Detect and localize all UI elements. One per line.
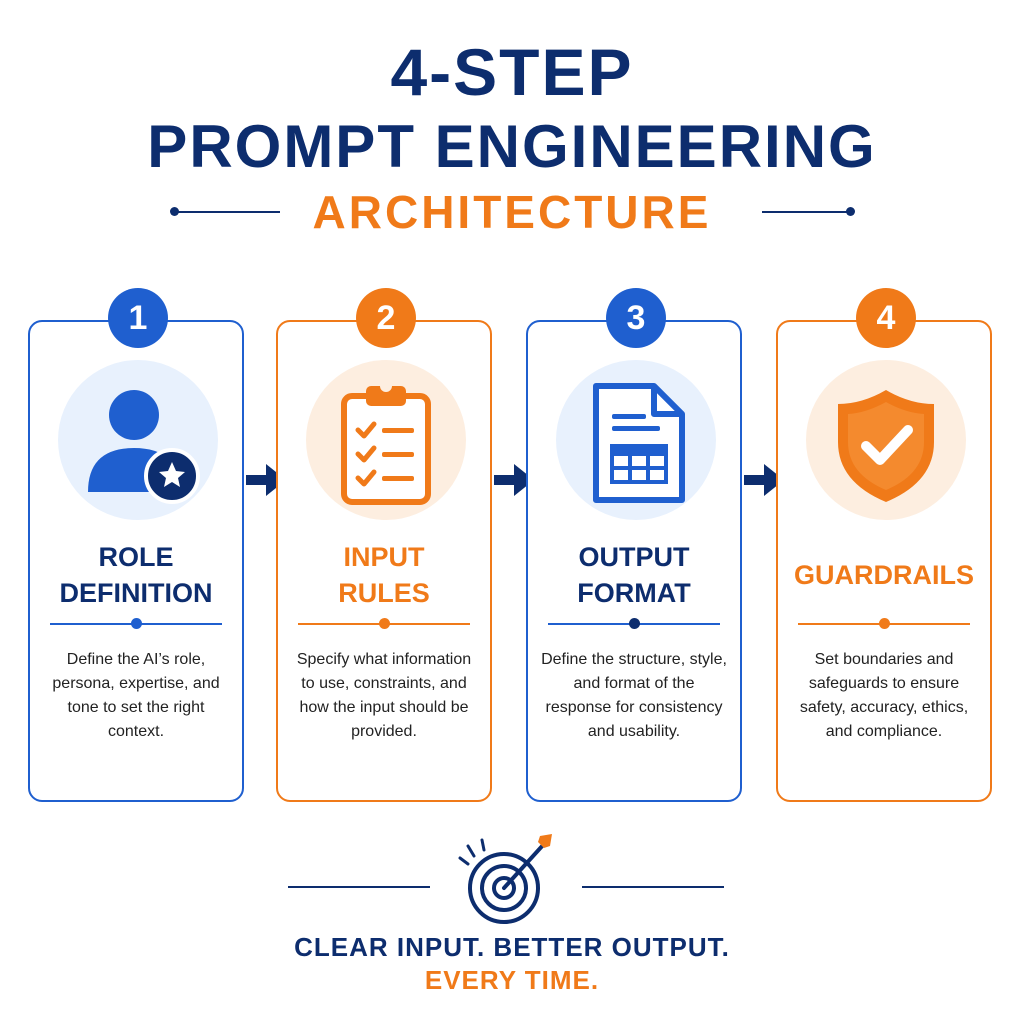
step-title: INPUT RULES	[278, 532, 490, 618]
subtitle-left-line	[176, 211, 280, 213]
user-star-icon	[88, 390, 200, 504]
title-line-2: PROMPT ENGINEERING	[147, 113, 877, 180]
step-title: ROLE DEFINITION	[30, 532, 242, 618]
step-description: Define the AI’s role, persona, expertise…	[52, 651, 220, 740]
subtitle: ARCHITECTURE	[312, 186, 712, 238]
icon-circle	[806, 360, 966, 520]
divider-dot	[629, 618, 640, 629]
subtitle-right-line	[762, 211, 852, 213]
step-title: GUARDRAILS	[778, 532, 990, 618]
step-title-line2: DEFINITION	[59, 578, 213, 608]
step-card-guardrails: 4 GUARDRAILS Set boundaries and safeguar…	[776, 288, 992, 802]
step-card-output-format: 3 OUTPUT FORMAT Define the structure, st…	[526, 288, 742, 802]
step-title-line2: RULES	[338, 578, 430, 608]
footer-right-line	[582, 886, 724, 888]
shield-check-icon	[838, 390, 934, 502]
step-number-badge: 3	[606, 288, 666, 348]
step-title-line1: ROLE	[98, 542, 174, 572]
icon-circle	[58, 360, 218, 520]
divider-dot	[379, 618, 390, 629]
arrow-right-icon	[494, 464, 534, 496]
step-description: Define the structure, style, and format …	[541, 651, 727, 740]
footer-left-line	[288, 886, 430, 888]
title-line-1: 4-STEP	[390, 35, 634, 109]
step-number-badge: 2	[356, 288, 416, 348]
target-arrow-icon	[458, 834, 552, 924]
tagline-line-2: EVERY TIME.	[424, 965, 600, 995]
arrow-right-icon	[744, 464, 784, 496]
subtitle-right-dot	[846, 207, 855, 216]
step-description: Specify what information to use, constra…	[296, 651, 472, 740]
step-number-badge: 4	[856, 288, 916, 348]
document-table-icon	[593, 383, 685, 503]
clipboard-checklist-icon	[341, 380, 431, 505]
step-title-line1: OUTPUT	[578, 542, 690, 572]
step-number-badge: 1	[108, 288, 168, 348]
subtitle-row: ARCHITECTURE	[0, 184, 1024, 240]
step-card-input-rules: 2 INPUT RULES Specify what information t…	[276, 288, 492, 802]
divider-dot	[879, 618, 890, 629]
step-title-line1: INPUT	[343, 542, 425, 572]
step-card-role-definition: 1 ROLE DEFINITION Define the AI’s role, …	[28, 288, 244, 802]
step-title-line2: FORMAT	[577, 578, 691, 608]
icon-circle	[306, 360, 466, 520]
icon-circle	[556, 360, 716, 520]
step-title: OUTPUT FORMAT	[528, 532, 740, 618]
tagline-line-1: CLEAR INPUT. BETTER OUTPUT.	[294, 932, 730, 962]
divider-dot	[131, 618, 142, 629]
step-title-line1: GUARDRAILS	[794, 560, 974, 590]
step-description: Set boundaries and safeguards to ensure …	[799, 651, 969, 740]
subtitle-left-dot	[170, 207, 179, 216]
